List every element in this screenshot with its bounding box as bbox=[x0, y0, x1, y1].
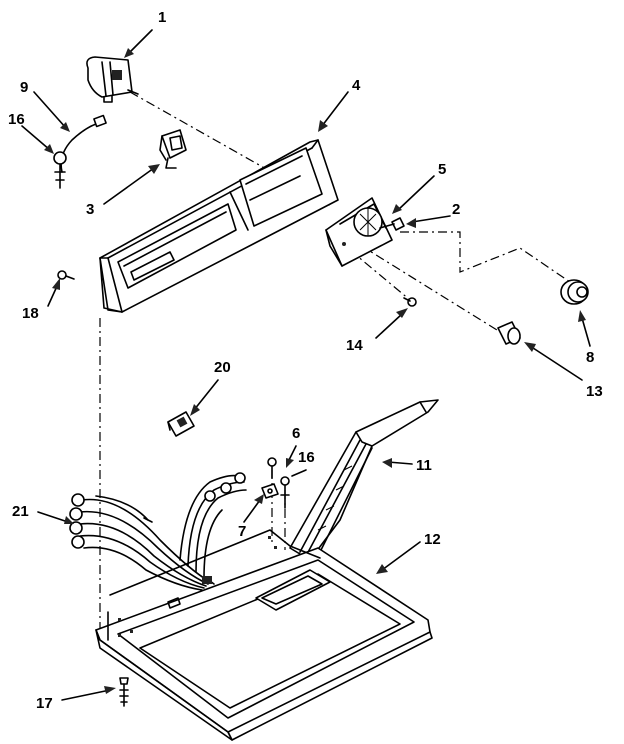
callout-21: 21 bbox=[12, 503, 29, 520]
callout-3: 3 bbox=[86, 201, 94, 218]
part-11-harness bbox=[289, 399, 439, 561]
callout-5: 5 bbox=[438, 161, 446, 178]
callout-2: 2 bbox=[452, 201, 460, 218]
part-6-screw bbox=[267, 457, 277, 479]
leader-lines bbox=[21, 29, 591, 701]
part-14-screw bbox=[403, 297, 417, 307]
part-16-screw-lower bbox=[280, 476, 290, 509]
callout-20: 20 bbox=[214, 359, 231, 376]
callout-16-upper: 16 bbox=[8, 111, 25, 128]
callout-1: 1 bbox=[158, 9, 166, 26]
callout-13: 13 bbox=[586, 383, 603, 400]
part-12-top-panel bbox=[95, 529, 433, 741]
callout-7: 7 bbox=[238, 523, 246, 540]
callout-labels: 1 9 16 3 4 5 2 8 13 14 18 20 6 16 7 11 1… bbox=[8, 9, 603, 712]
callout-17: 17 bbox=[36, 695, 53, 712]
part-2-screw bbox=[379, 217, 405, 231]
part-9-wire bbox=[60, 114, 107, 173]
part-20-connector bbox=[167, 411, 195, 437]
part-8-knob bbox=[560, 279, 589, 305]
part-1-timer-switch bbox=[86, 56, 139, 103]
callout-6: 6 bbox=[292, 425, 300, 442]
assembly-lines bbox=[99, 91, 571, 640]
callout-9: 9 bbox=[20, 79, 28, 96]
part-16-clip-upper bbox=[53, 151, 67, 189]
callout-18: 18 bbox=[22, 305, 39, 322]
callout-16-lower: 16 bbox=[298, 449, 315, 466]
part-17-screw bbox=[119, 677, 129, 707]
part-4-console bbox=[99, 139, 339, 313]
part-18-screw bbox=[57, 270, 75, 280]
part-5-timer bbox=[325, 197, 393, 267]
part-13-knob bbox=[497, 321, 521, 345]
part-7-clip bbox=[261, 483, 279, 499]
part-3-switch bbox=[159, 129, 187, 169]
callout-4: 4 bbox=[352, 77, 361, 94]
callout-11: 11 bbox=[416, 457, 432, 474]
callout-12: 12 bbox=[424, 531, 441, 548]
callout-14: 14 bbox=[346, 337, 363, 354]
callout-8: 8 bbox=[586, 349, 594, 366]
part-21-wiring-harness bbox=[69, 472, 247, 591]
